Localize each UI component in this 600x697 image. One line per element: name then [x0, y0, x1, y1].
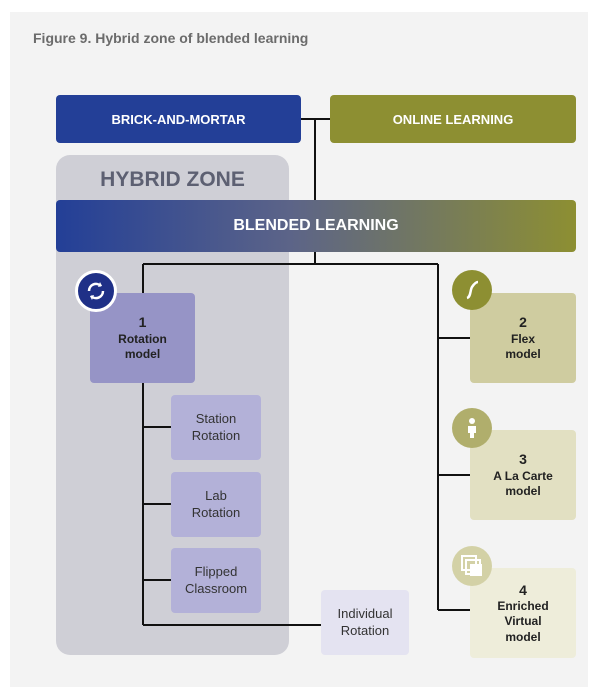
rotation-icon: [75, 270, 117, 312]
enriched-virtual-model-box: 4 Enriched Virtual model: [470, 568, 576, 658]
hybrid-zone-label: HYBRID ZONE: [100, 168, 245, 191]
flex-model-box: 2 Flex model: [470, 293, 576, 383]
layers-icon: [452, 546, 492, 586]
rotation-model-box: 1 Rotation model: [90, 293, 195, 383]
blended-learning-box: BLENDED LEARNING: [56, 200, 576, 252]
flipped-classroom-box: Flipped Classroom: [171, 548, 261, 613]
model-name: Rotation model: [118, 331, 167, 362]
model-name: Enriched Virtual model: [497, 598, 549, 644]
submodel-label: Flipped Classroom: [184, 564, 248, 596]
model-number: 1: [138, 314, 147, 331]
model-name: Flex model: [505, 331, 541, 362]
person-icon: [452, 408, 492, 448]
flex-icon: [452, 270, 492, 310]
submodel-label: Individual Rotation: [337, 606, 393, 638]
station-rotation-box: Station Rotation: [171, 395, 261, 460]
brick-and-mortar-box: BRICK-AND-MORTAR: [56, 95, 301, 143]
model-number: 4: [519, 581, 527, 598]
submodel-label: Lab Rotation: [191, 488, 241, 520]
individual-rotation-box: Individual Rotation: [321, 590, 409, 655]
lab-rotation-box: Lab Rotation: [171, 472, 261, 537]
model-number: 2: [519, 314, 527, 331]
online-learning-box: ONLINE LEARNING: [330, 95, 576, 143]
figure-title: Figure 9. Hybrid zone of blended learnin…: [33, 30, 309, 46]
submodel-label: Station Rotation: [191, 411, 241, 443]
model-number: 3: [519, 451, 527, 468]
model-name: A La Carte model: [493, 468, 553, 499]
alacarte-model-box: 3 A La Carte model: [470, 430, 576, 520]
